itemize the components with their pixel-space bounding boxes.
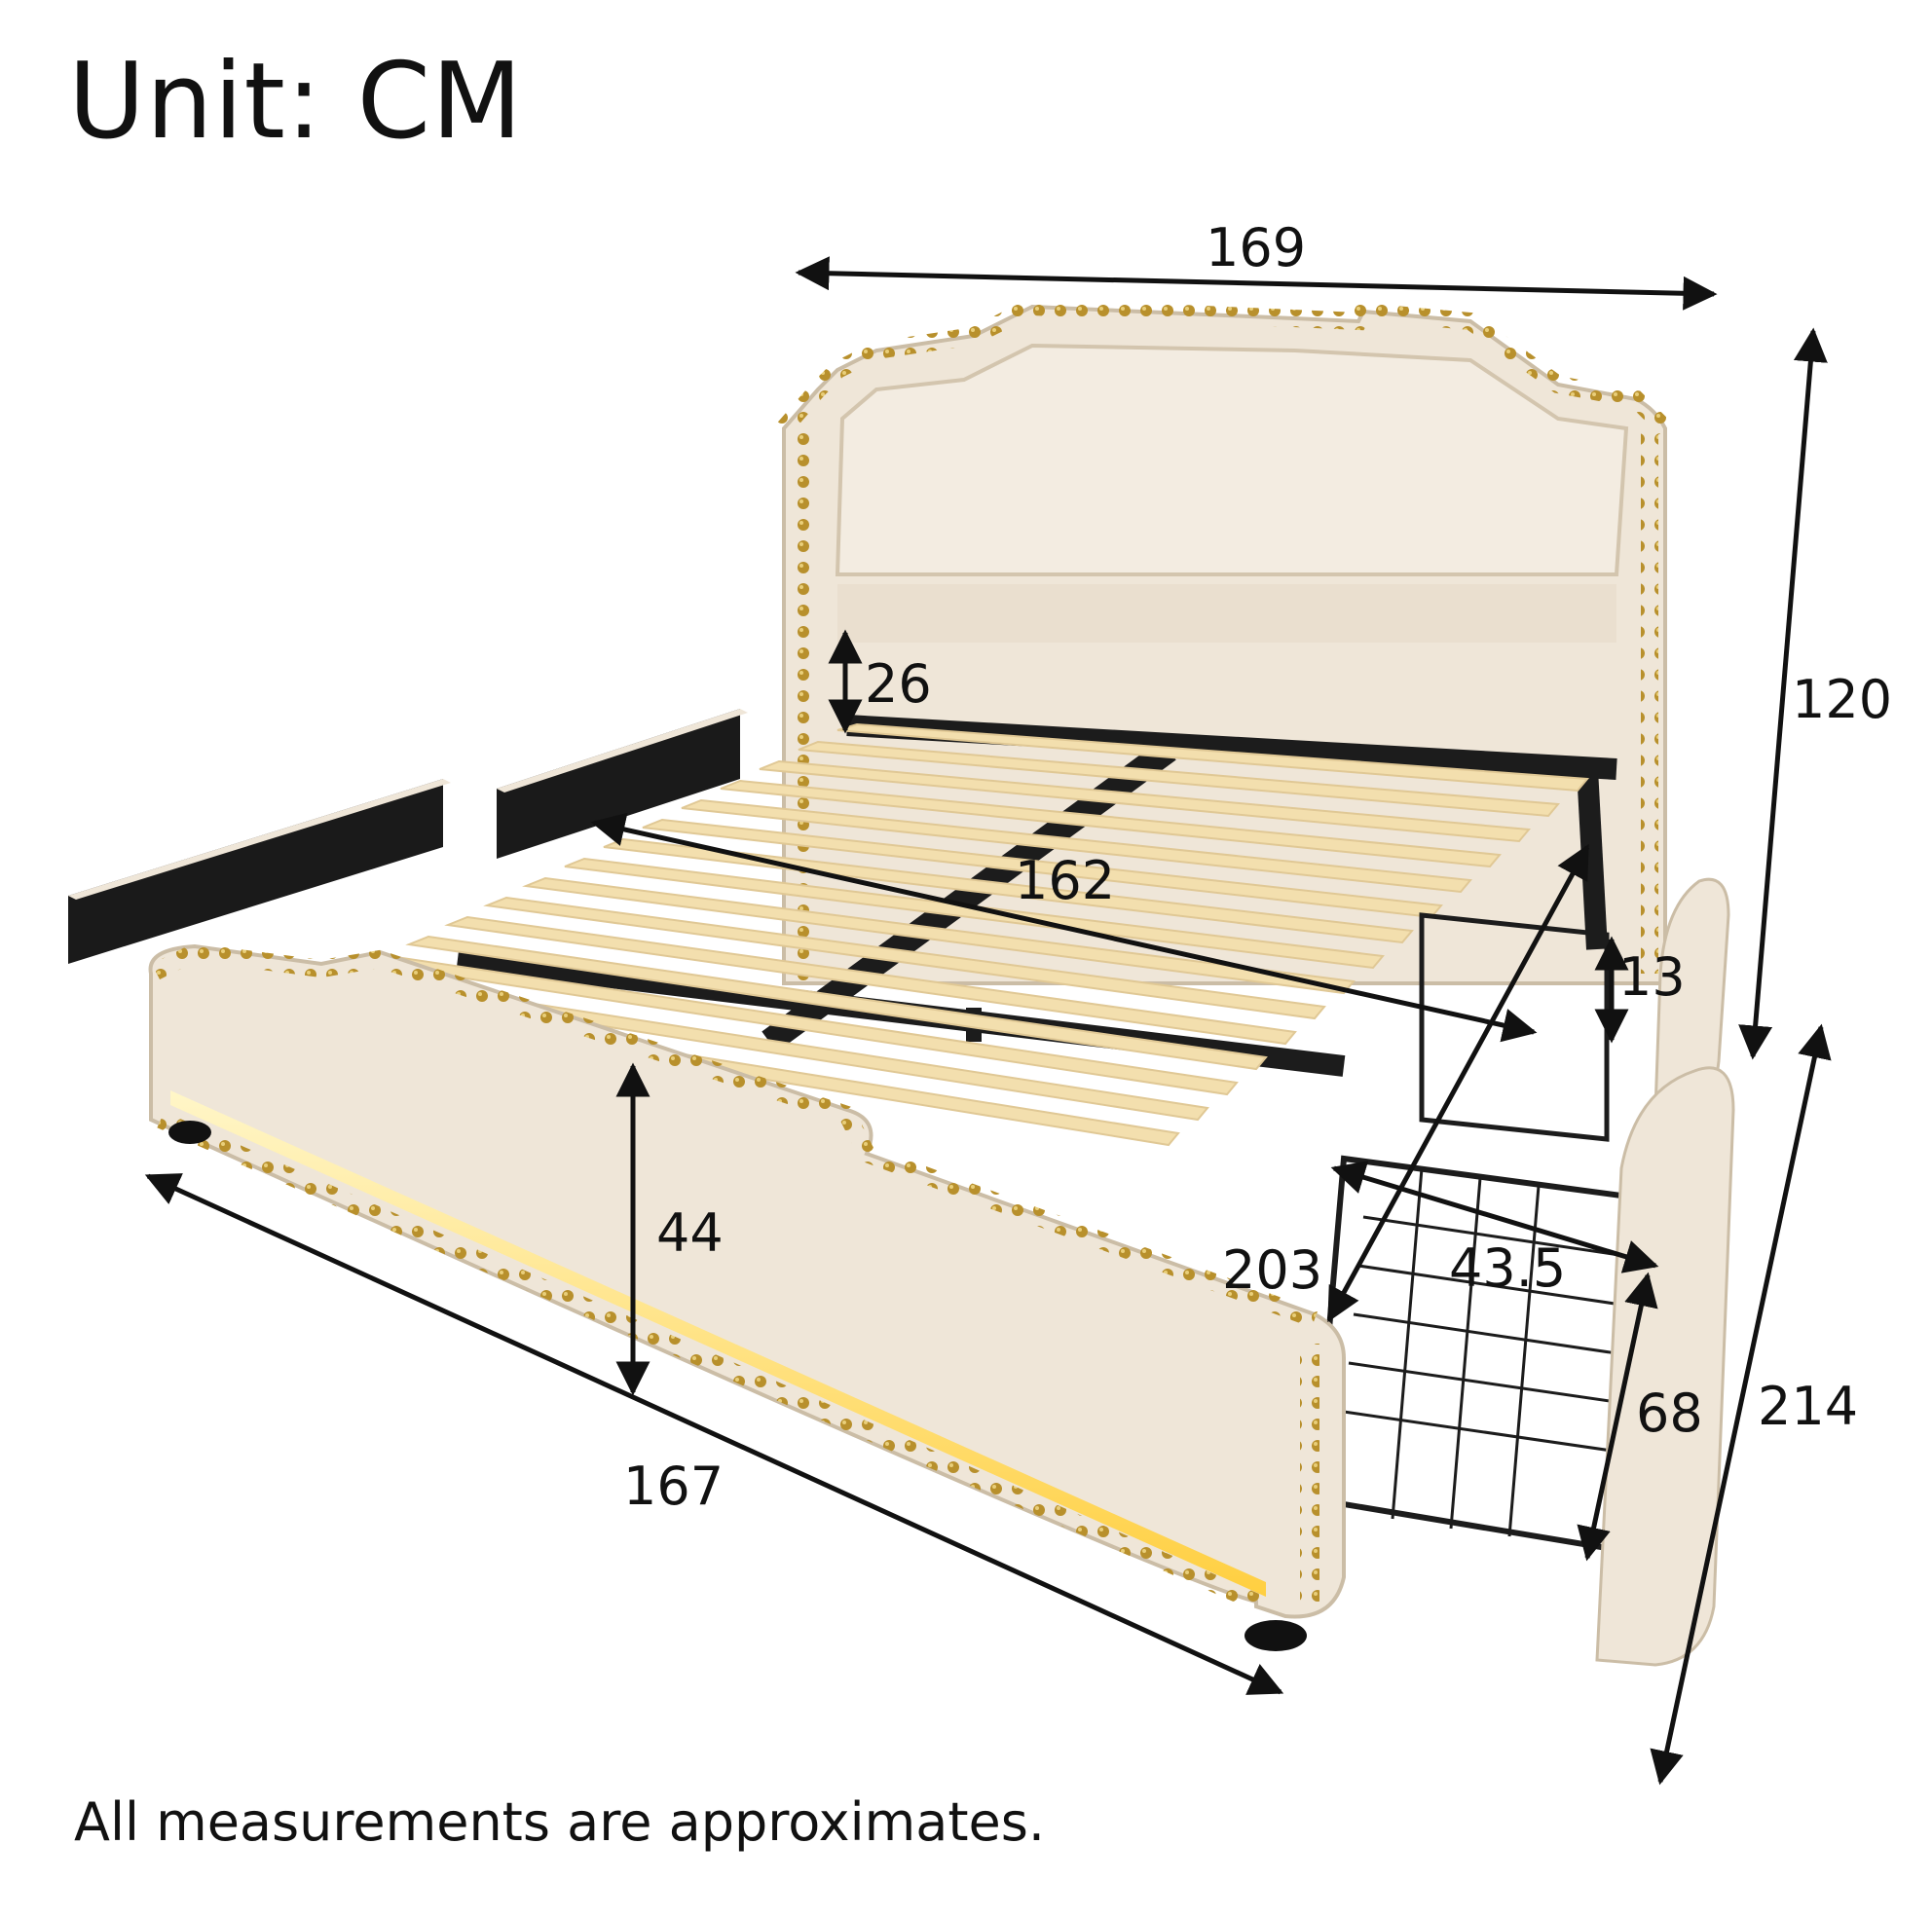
dim-line-167 bbox=[144, 1173, 1284, 1695]
dim-label-overall-width: 169 bbox=[1206, 217, 1307, 278]
dimension-lines bbox=[144, 256, 1832, 1786]
dim-label-footboard-height: 44 bbox=[656, 1202, 724, 1264]
dim-line-214 bbox=[1650, 1023, 1832, 1786]
dim-label-overall-length: 214 bbox=[1758, 1376, 1859, 1437]
dim-line-169 bbox=[795, 256, 1718, 311]
dim-line-68 bbox=[1577, 1272, 1658, 1562]
disclaimer-note: All measurements are approximates. bbox=[74, 1791, 1046, 1853]
dim-label-drawer-clearance: 13 bbox=[1618, 946, 1686, 1008]
dim-label-inner-width: 162 bbox=[1015, 850, 1116, 911]
dim-line-120 bbox=[1738, 327, 1828, 1060]
dim-label-side-rail-length: 203 bbox=[1222, 1239, 1323, 1301]
dim-label-overall-height: 120 bbox=[1792, 669, 1893, 730]
unit-label: Unit: CM bbox=[68, 41, 524, 163]
dim-label-footboard-length: 167 bbox=[623, 1456, 724, 1517]
dim-line-43-5 bbox=[1330, 1161, 1659, 1273]
left-drawer-fronts bbox=[68, 709, 748, 964]
dim-label-drawer-width: 43.5 bbox=[1449, 1237, 1567, 1299]
dim-label-drawer-depth: 68 bbox=[1636, 1383, 1703, 1444]
dim-label-headboard-gap: 26 bbox=[865, 653, 932, 715]
